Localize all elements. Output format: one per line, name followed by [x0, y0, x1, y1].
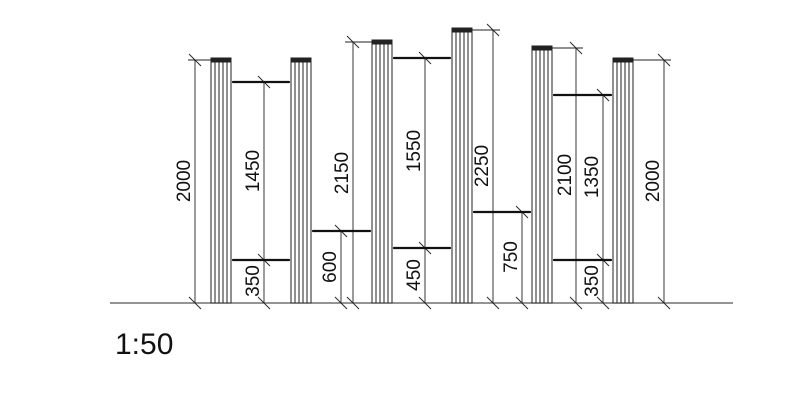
- dim-label-750: 750: [501, 241, 522, 273]
- dim-label-2150: 2150: [332, 152, 353, 194]
- dim-line-2150: [345, 35, 372, 310]
- dim-label-450: 450: [404, 259, 425, 291]
- dim-label-600: 600: [320, 251, 341, 283]
- dim-label-1350: 1350: [582, 156, 603, 198]
- dim-line-2250: [472, 23, 500, 310]
- scale-label: 1:50: [115, 328, 174, 361]
- post-4: [451, 27, 473, 304]
- dim-label-1550: 1550: [404, 130, 425, 172]
- post-1: [210, 57, 232, 304]
- post-6: [612, 57, 634, 304]
- dim-label-2250: 2250: [472, 145, 493, 187]
- dim-label-350-left: 350: [243, 265, 264, 297]
- dim-label-2000-right: 2000: [643, 160, 664, 202]
- post-5: [531, 45, 553, 304]
- post-3: [371, 39, 393, 304]
- dim-label-2000-left: 2000: [174, 160, 195, 202]
- dim-line-1550: [418, 51, 432, 310]
- dim-line-1350: [596, 88, 610, 310]
- dim-label-350-right: 350: [582, 265, 603, 297]
- post-2: [290, 57, 312, 304]
- dim-label-2100: 2100: [555, 154, 576, 196]
- dim-label-1450: 1450: [243, 150, 264, 192]
- dim-line-2000-left: [188, 53, 211, 310]
- dim-line-2000-right: [633, 53, 671, 310]
